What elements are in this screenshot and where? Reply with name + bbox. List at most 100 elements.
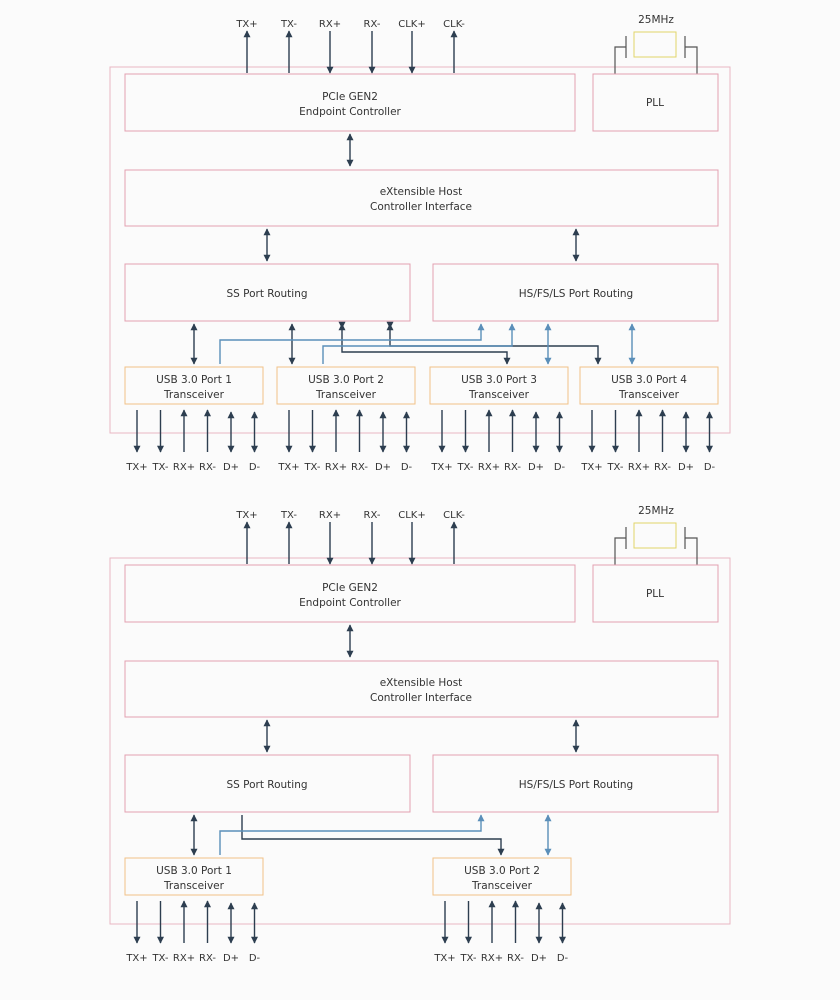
port-signal-label: D+ [223,953,239,964]
crystal-frequency-label: 25MHz [638,505,674,517]
hs-port-routing-block [432,263,719,322]
port-signal-label: D- [554,462,566,473]
hs-routing-label: HS/FS/LS Port Routing [519,779,633,791]
host-signal-label: TX+ [235,510,257,521]
port-signal-label: D+ [531,953,547,964]
crystal-lead [614,46,626,74]
port-signal-label: RX- [199,462,216,473]
port-signal-label: RX+ [478,462,500,473]
crystal-lead [685,537,698,565]
host-signal-label: CLK+ [398,19,426,30]
host-signal-label: CLK- [443,19,465,30]
pll-block [592,564,719,623]
port-signal-label: D+ [375,462,391,473]
port-signal-label: D- [401,462,413,473]
transceiver-label: Transceiver [315,389,377,401]
pcie-label: PCIe GEN2 [322,582,378,594]
port-signal-label: TX+ [430,462,452,473]
crystal-frequency-label: 25MHz [638,14,674,26]
port-signal-label: TX- [456,462,473,473]
hs-port2-route [322,323,516,364]
hs-port1-route [219,814,485,855]
crystal-symbol [633,31,677,58]
pll-label: PLL [646,97,664,109]
pcie-endpoint-block [124,564,576,623]
ss-routing-label: SS Port Routing [226,288,307,300]
port-signal-label: D- [557,953,569,964]
transceiver-label: Transceiver [468,389,530,401]
transceiver-label: Transceiver [163,880,225,892]
chip-outline [109,557,731,925]
transceiver-port-2 [276,366,416,405]
transceiver-label: USB 3.0 Port 2 [308,374,384,386]
pcie-label: Endpoint Controller [299,597,401,609]
host-signal-label: CLK- [443,510,465,521]
port-signal-label: TX+ [580,462,602,473]
transceiver-port-3 [429,366,569,405]
pll-label: PLL [646,588,664,600]
pll-block [592,73,719,132]
transceiver-label: USB 3.0 Port 1 [156,865,232,877]
port-signal-label: D- [704,462,716,473]
host-signal-label: TX- [280,19,297,30]
transceiver-label: USB 3.0 Port 2 [464,865,540,877]
port-signal-label: TX- [459,953,476,964]
xhci-block [124,169,719,227]
crystal-symbol [633,522,677,549]
ss-port-routing-block [124,263,411,322]
host-signal-label: CLK+ [398,510,426,521]
host-signal-label: TX- [280,510,297,521]
xhci-block [124,660,719,718]
xhci-label: eXtensible Host [380,186,463,198]
host-signal-label: RX+ [319,510,341,521]
host-signal-label: TX+ [235,19,257,30]
port-signal-label: RX- [504,462,521,473]
ss-routing-label: SS Port Routing [226,779,307,791]
transceiver-label: USB 3.0 Port 1 [156,374,232,386]
port-signal-label: D+ [528,462,544,473]
xhci-label: Controller Interface [370,201,472,213]
pcie-label: PCIe GEN2 [322,91,378,103]
port-signal-label: RX+ [481,953,503,964]
transceiver-label: USB 3.0 Port 3 [461,374,537,386]
xhci-label: eXtensible Host [380,677,463,689]
crystal-lead [614,537,626,565]
host-signal-label: RX- [364,510,381,521]
port-signal-label: TX+ [433,953,455,964]
port-signal-label: TX+ [125,462,147,473]
port-signal-label: D- [249,462,261,473]
pcie-label: Endpoint Controller [299,106,401,118]
ss-port4-route [389,324,602,365]
xhci-label: Controller Interface [370,692,472,704]
ss-port2-route [241,815,505,856]
port-signal-label: RX- [351,462,368,473]
port-signal-label: TX+ [125,953,147,964]
hs-routing-label: HS/FS/LS Port Routing [519,288,633,300]
ss-port-routing-block [124,754,411,813]
port-signal-label: D+ [678,462,694,473]
host-signal-label: RX+ [319,19,341,30]
transceiver-label: USB 3.0 Port 4 [611,374,687,386]
transceiver-port-2 [432,857,572,896]
hs-port-routing-block [432,754,719,813]
port-signal-label: RX+ [628,462,650,473]
port-signal-label: TX- [303,462,320,473]
port-signal-label: RX+ [173,953,195,964]
ss-port3-route [341,324,511,365]
host-signal-label: RX- [364,19,381,30]
port-signal-label: D- [249,953,261,964]
pcie-endpoint-block [124,73,576,132]
port-signal-label: RX+ [325,462,347,473]
port-signal-label: RX- [199,953,216,964]
transceiver-port-1 [124,857,264,896]
port-signal-label: TX- [151,462,168,473]
port-signal-label: TX+ [277,462,299,473]
port-signal-label: TX- [151,953,168,964]
hs-port1-route [219,323,485,364]
port-signal-label: RX- [507,953,524,964]
port-signal-label: TX- [606,462,623,473]
transceiver-label: Transceiver [163,389,225,401]
